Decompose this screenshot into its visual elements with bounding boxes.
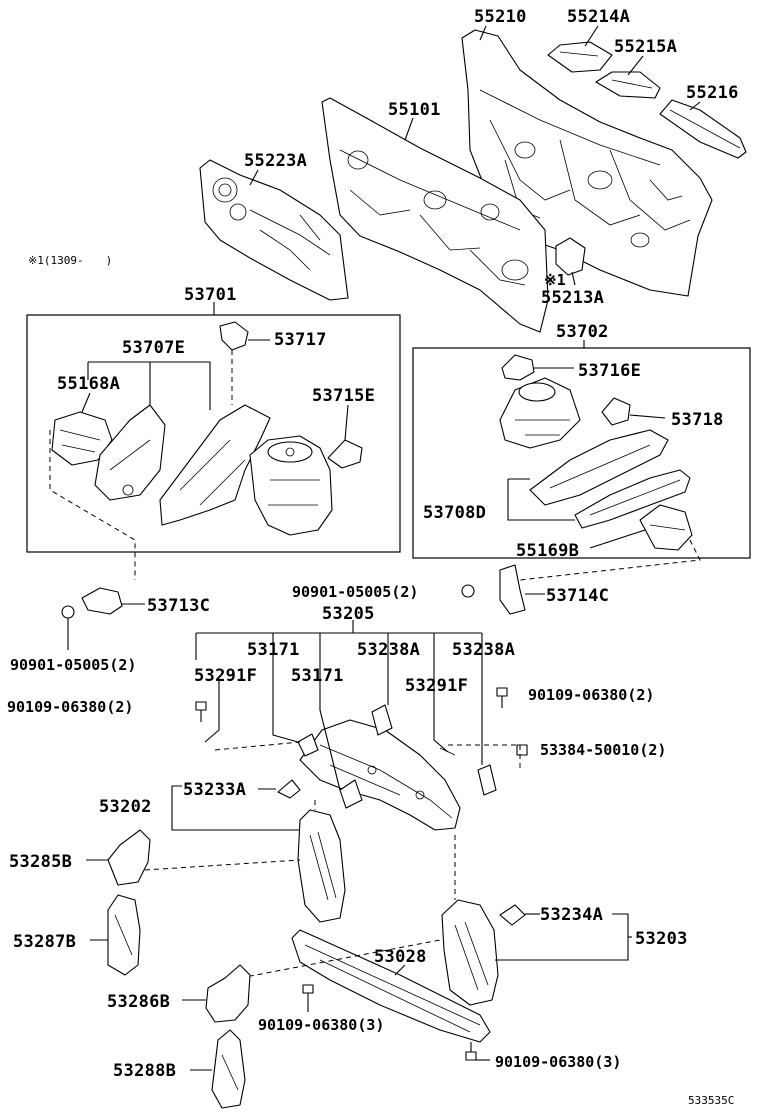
- apron-53708D-shape: [529, 429, 669, 506]
- label-53718: 53718: [671, 410, 724, 430]
- group-box-53702: [412, 347, 751, 559]
- label-90109-left: 90109-06380(2): [7, 698, 133, 716]
- label-55168A: 55168A: [57, 374, 120, 394]
- label-55216: 55216: [686, 83, 739, 103]
- bracket-53715E-shape: [327, 404, 363, 469]
- label-53707E: 53707E: [122, 338, 185, 358]
- label-53717: 53717: [274, 330, 327, 350]
- label-55213A: 55213A: [541, 288, 604, 308]
- lower-support-53028-shape: [291, 929, 491, 1043]
- dash-panel-55101-shape: [321, 97, 549, 333]
- label-90901-right: 90901-05005(2): [292, 583, 418, 601]
- bracket-55169B-shape: [589, 504, 693, 551]
- label-55169B: 55169B: [516, 541, 579, 561]
- label-55215A: 55215A: [614, 37, 677, 57]
- label-53238A-a: 53238A: [357, 640, 420, 660]
- label-53286B: 53286B: [107, 992, 170, 1012]
- bracket-53716E-shape: [501, 354, 574, 381]
- bolt-90109-right-shape: [496, 687, 508, 708]
- strut-tower-right-shape: [499, 377, 581, 449]
- bracket-53713C-shape: [61, 587, 145, 650]
- side-support-53202-shape: [297, 809, 346, 923]
- grommet-53384-shape: [516, 744, 528, 756]
- bracket-53233A-shape: [258, 779, 301, 799]
- radiator-support-upper-53205-shape: [299, 719, 461, 831]
- seal-53288B-shape: [190, 1029, 246, 1109]
- label-53203: 53203: [635, 929, 688, 949]
- label-53716E: 53716E: [578, 361, 641, 381]
- seal-53286B-shape: [182, 964, 251, 1023]
- insulator-55214A-shape: [547, 41, 613, 73]
- label-53287B: 53287B: [13, 932, 76, 952]
- label-90109-bottom-left: 90109-06380(3): [258, 1016, 384, 1034]
- silencer-55223A-shape: [199, 159, 349, 301]
- bracket-53234A-shape: [499, 904, 540, 926]
- label-53171-a: 53171: [247, 640, 300, 660]
- bracket-53171-a-shape: [272, 650, 319, 757]
- label-53285B: 53285B: [9, 852, 72, 872]
- bolt-90109-bottom-left-shape: [302, 984, 314, 1012]
- seal-53285B-shape: [86, 829, 151, 886]
- insulator-55213A-shape: [555, 237, 586, 276]
- bracket-53171-b-shape: [319, 665, 363, 809]
- label-90109-right: 90109-06380(2): [528, 686, 654, 704]
- apron-53707E-shape: [94, 404, 166, 501]
- seal-53287B-shape: [90, 894, 141, 976]
- label-53714C: 53714C: [546, 586, 609, 606]
- label-53291F-a: 53291F: [194, 666, 257, 686]
- bracket-53238A-b-shape: [477, 650, 497, 796]
- bolt-90109-bottom-right-shape: [465, 1042, 490, 1061]
- label-53715E: 53715E: [312, 386, 375, 406]
- label-53202: 53202: [99, 797, 152, 817]
- bolt-90109-left-shape: [195, 701, 207, 722]
- label-90109-bottom-right: 90109-06380(3): [495, 1053, 621, 1071]
- label-90901-left: 90901-05005(2): [10, 656, 136, 674]
- label-55223A: 55223A: [244, 151, 307, 171]
- apron-53708D-lower-shape: [574, 469, 691, 529]
- label-53702: 53702: [556, 322, 609, 342]
- label-note1: ※1(1309- ): [28, 254, 112, 267]
- label-53205: 53205: [322, 604, 375, 624]
- insulator-55216-shape: [659, 99, 747, 159]
- side-support-53203-shape: [441, 899, 499, 1006]
- figure-code: 533535C: [688, 1094, 734, 1107]
- label-53288B: 53288B: [113, 1061, 176, 1081]
- label-53713C: 53713C: [147, 596, 210, 616]
- label-53028: 53028: [374, 947, 427, 967]
- strut-tower-shape: [249, 435, 333, 536]
- label-53384: 53384-50010(2): [540, 741, 666, 759]
- bracket-53238A-a-shape: [371, 650, 393, 736]
- label-55210: 55210: [474, 7, 527, 27]
- label-55214A: 55214A: [567, 7, 630, 27]
- label-53238A-b: 53238A: [452, 640, 515, 660]
- label-53708D: 53708D: [423, 503, 486, 523]
- insulator-55215A-shape: [595, 71, 661, 99]
- label-55101: 55101: [388, 100, 441, 120]
- label-53171-b: 53171: [291, 666, 344, 686]
- label-53291F-b: 53291F: [405, 676, 468, 696]
- bracket-53717-shape: [219, 321, 270, 405]
- bracket-53714C-shape: [461, 564, 545, 615]
- label-55213A-mark: ※1: [544, 271, 566, 289]
- label-53701: 53701: [184, 285, 237, 305]
- label-53233A: 53233A: [183, 780, 246, 800]
- label-53234A: 53234A: [540, 905, 603, 925]
- bracket-53718-shape: [601, 397, 666, 426]
